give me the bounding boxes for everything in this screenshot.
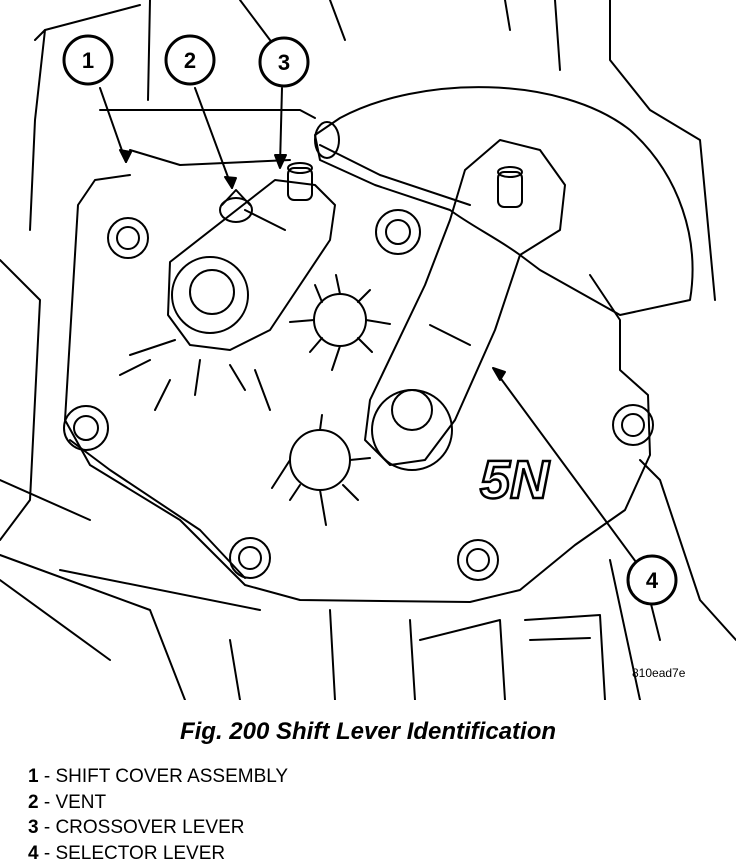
shift-cover-plate	[65, 175, 650, 602]
legend-label: - SELECTOR LEVER	[44, 843, 225, 864]
cast-marking: 5N	[480, 450, 550, 510]
leader-line-2	[195, 88, 236, 188]
callout-number-2: 2	[184, 48, 196, 73]
cover-bolt	[458, 540, 498, 580]
legend-number: 3	[28, 817, 39, 838]
shift-lever-illustration: 1 2 3 4 5N	[0, 0, 736, 700]
legend-item-3: 3 - CROSSOVER LEVER	[28, 815, 288, 841]
legend-number: 2	[28, 792, 39, 813]
callout-number-3: 3	[278, 50, 290, 75]
vent	[220, 190, 252, 222]
callout-number-1: 1	[82, 48, 94, 73]
legend-number: 4	[28, 843, 39, 864]
cast-boss	[120, 340, 270, 410]
cast-boss	[272, 415, 370, 525]
cover-bolt	[613, 405, 653, 445]
leader-line-1	[100, 88, 131, 162]
legend-item-2: 2 - VENT	[28, 790, 288, 816]
legend-label: - CROSSOVER LEVER	[44, 817, 245, 838]
selector-lever	[315, 87, 693, 470]
callout-number-4: 4	[646, 568, 659, 593]
figure-caption: Fig. 200 Shift Lever Identification	[0, 718, 736, 746]
legend-label: - SHIFT COVER ASSEMBLY	[44, 766, 288, 787]
legend-item-1: 1 - SHIFT COVER ASSEMBLY	[28, 764, 288, 790]
cover-bolt	[230, 538, 270, 578]
legend: 1 - SHIFT COVER ASSEMBLY 2 - VENT 3 - CR…	[28, 764, 288, 866]
legend-label: - VENT	[44, 792, 106, 813]
cast-boss	[290, 275, 390, 370]
crossover-lever	[168, 163, 335, 350]
legend-item-4: 4 - SELECTOR LEVER	[28, 841, 288, 866]
legend-number: 1	[28, 766, 39, 787]
cover-bolt	[64, 406, 108, 450]
leader-line-3	[275, 88, 286, 168]
cover-bolt	[108, 218, 148, 258]
cover-bolt	[376, 210, 420, 254]
image-code: 810ead7e	[632, 666, 685, 680]
